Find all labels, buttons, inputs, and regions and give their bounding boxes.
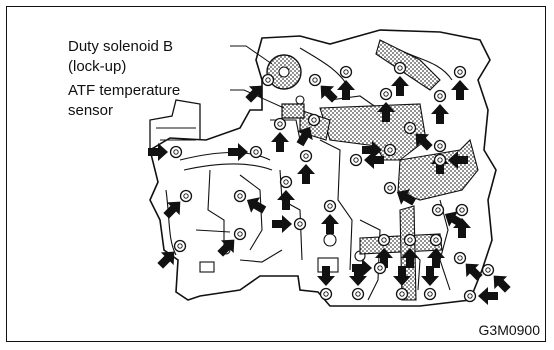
removal-arrow (415, 133, 433, 151)
removal-arrow (375, 248, 393, 268)
removal-arrow (321, 214, 339, 234)
bolt-center (381, 237, 387, 243)
bolt-center (377, 265, 383, 271)
removal-arrow (217, 239, 235, 257)
bolt-center (437, 93, 443, 99)
removal-arrow (493, 275, 511, 293)
bolt-center (183, 193, 189, 199)
label-solenoid-line1: Duty solenoid B (68, 38, 174, 55)
removal-arrow (401, 248, 419, 268)
bolt-center (237, 231, 243, 237)
bolt-center (467, 293, 473, 299)
bolt-center (435, 207, 441, 213)
bolt-center (355, 291, 361, 297)
duty-solenoid-b (266, 54, 302, 90)
bolt-center (383, 91, 389, 97)
leader-sensor (230, 89, 285, 109)
figure-code: G3M0900 (478, 322, 540, 338)
removal-arrow (317, 266, 335, 286)
removal-arrow (272, 215, 292, 233)
removal-arrow (478, 287, 498, 305)
bolt-center (327, 203, 333, 209)
bolt-center (457, 69, 463, 75)
removal-arrow (391, 76, 409, 96)
bolt-center (343, 69, 349, 75)
label-sensor-line2: sensor (68, 102, 114, 119)
bolt-center (399, 291, 405, 297)
removal-arrow (421, 266, 439, 286)
removal-arrow (271, 132, 289, 152)
bolt-center (277, 121, 283, 127)
bolt-center (407, 125, 413, 131)
bolt-center (253, 149, 259, 155)
bolt-center (237, 193, 243, 199)
removal-arrow (448, 151, 468, 169)
removal-arrow (362, 141, 382, 159)
bolt-center (173, 149, 179, 155)
removal-arrow (157, 251, 175, 269)
bolt-center (297, 221, 303, 227)
bolt-center (387, 185, 393, 191)
removal-arrow (431, 104, 449, 124)
atf-temperature-sensor (281, 103, 305, 119)
removal-arrow (228, 143, 248, 161)
leader-solenoid (230, 45, 273, 65)
bolt-markers (148, 61, 511, 305)
removal-arrow (337, 80, 355, 100)
bolt-center (433, 237, 439, 243)
label-solenoid-line2: (lock-up) (68, 58, 127, 75)
removal-arrow (246, 197, 267, 214)
side-plate (149, 99, 201, 150)
bolt-center (397, 65, 403, 71)
figure-frame (6, 6, 546, 342)
side-plate-detail (156, 127, 196, 141)
bolt-center (457, 255, 463, 261)
removal-arrow (377, 102, 395, 122)
bolt-center (437, 143, 443, 149)
removal-arrow (465, 263, 483, 281)
removal-arrow (364, 151, 384, 169)
removal-arrow (396, 189, 417, 206)
removal-arrow (296, 126, 313, 147)
removal-arrow (320, 85, 338, 103)
label-sensor-line1: ATF temperature (68, 82, 181, 99)
bolt-center (303, 153, 309, 159)
removal-arrow (277, 190, 295, 210)
bolt-center (283, 179, 289, 185)
bolt-center (311, 117, 317, 123)
removal-arrow (245, 85, 263, 103)
bolt-center (459, 207, 465, 213)
bolt-center (265, 77, 271, 83)
removal-arrow (163, 201, 181, 219)
bolt-center (312, 77, 318, 83)
removal-arrow (393, 266, 411, 286)
bolt-center (323, 291, 329, 297)
bolt-center (407, 237, 413, 243)
removal-arrow (427, 248, 445, 268)
removal-arrow (297, 164, 315, 184)
removal-arrow (451, 80, 469, 100)
bolt-center (437, 157, 443, 163)
removal-arrow (453, 218, 471, 238)
bolt-center (387, 147, 393, 153)
removal-arrow (148, 143, 168, 161)
removal-arrow (349, 266, 367, 286)
bolt-center (177, 243, 183, 249)
bolt-center (427, 291, 433, 297)
bolt-center (353, 157, 359, 163)
bolt-center (485, 267, 491, 273)
